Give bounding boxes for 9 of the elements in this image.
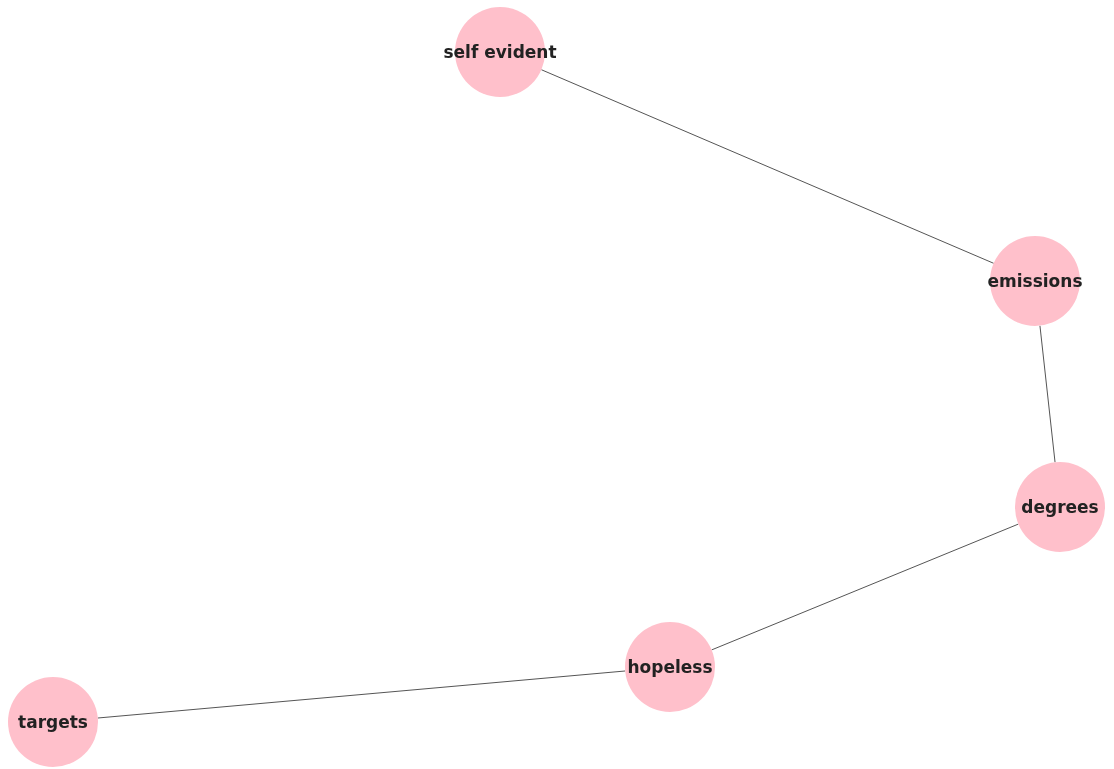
connector-line bbox=[1039, 325, 1056, 463]
node-label: degrees bbox=[1021, 497, 1099, 517]
node-label: hopeless bbox=[627, 657, 713, 677]
connector-line bbox=[540, 69, 995, 264]
node-label: targets bbox=[18, 712, 88, 732]
node-label: emissions bbox=[987, 271, 1083, 291]
connector-line bbox=[97, 670, 626, 719]
node-label: self evident bbox=[443, 42, 557, 62]
connector-line bbox=[711, 523, 1019, 651]
